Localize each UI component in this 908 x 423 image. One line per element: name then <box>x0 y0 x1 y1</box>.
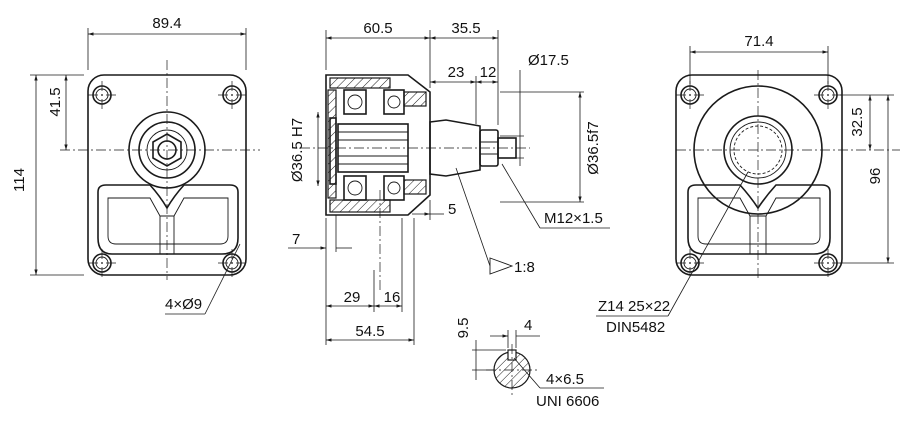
dim-front-width: 89.4 <box>152 15 181 32</box>
side-hatch-top <box>329 77 391 89</box>
dim-key-4: 4 <box>524 317 532 334</box>
dim-key-95: 9.5 <box>455 318 472 339</box>
dim-rear-325: 32.5 <box>849 107 866 136</box>
dim-side-pilot: Ø36.5 H7 <box>289 118 306 182</box>
dim-side-16: 16 <box>384 289 401 306</box>
dim-side-12: 12 <box>480 64 497 81</box>
dim-side-23: 23 <box>448 64 465 81</box>
dim-front-height: 114 <box>11 168 28 192</box>
dim-side-shaft-length: 35.5 <box>451 20 480 37</box>
side-hatch-bottom <box>329 199 391 213</box>
dim-front-center: 41.5 <box>47 87 64 116</box>
rear-flange-outline <box>675 74 843 276</box>
side-bearing-top <box>343 89 367 115</box>
rear-rib-inner <box>697 197 821 245</box>
dim-side-d175: Ø17.5 <box>528 52 569 69</box>
dim-key-size: 4×6.5 <box>546 371 584 388</box>
dim-side-body-length: 60.5 <box>363 20 392 37</box>
front-view: 89.4 114 41.5 4×Ø9 <box>11 15 260 315</box>
side-body-outline <box>325 74 431 216</box>
dim-rear-width: 71.4 <box>744 33 773 50</box>
side-section-view: 60.5 35.5 23 12 Ø17.5 Ø36.5f7 Ø36.5 H7 5… <box>288 20 610 345</box>
key-section-view: 9.5 4 4×6.5 UNI 6606 <box>455 317 604 410</box>
dim-side-taper: 1:8 <box>514 259 535 276</box>
dim-rear-spline: Z14 25×22 <box>598 298 670 315</box>
dim-rear-96: 96 <box>867 168 884 185</box>
dim-side-shaft-dia: Ø36.5f7 <box>585 121 602 174</box>
dim-side-29: 29 <box>344 289 361 306</box>
rear-rib-outer <box>687 184 831 255</box>
rear-view: 71.4 32.5 96 Z14 25×22 DIN5482 <box>596 33 900 336</box>
dim-front-holes: 4×Ø9 <box>165 296 202 313</box>
dim-rear-standard: DIN5482 <box>606 319 665 336</box>
dim-side-thread: M12×1.5 <box>544 210 603 227</box>
side-bearing-bottom <box>343 175 367 201</box>
dim-key-standard: UNI 6606 <box>536 393 599 410</box>
side-taper-shaft <box>429 119 481 177</box>
dim-side-545: 54.5 <box>355 323 384 340</box>
dim-side-5: 5 <box>448 201 456 218</box>
front-rib-outer <box>97 184 239 255</box>
dim-side-7: 7 <box>292 231 300 248</box>
front-rib-inner <box>107 197 229 245</box>
